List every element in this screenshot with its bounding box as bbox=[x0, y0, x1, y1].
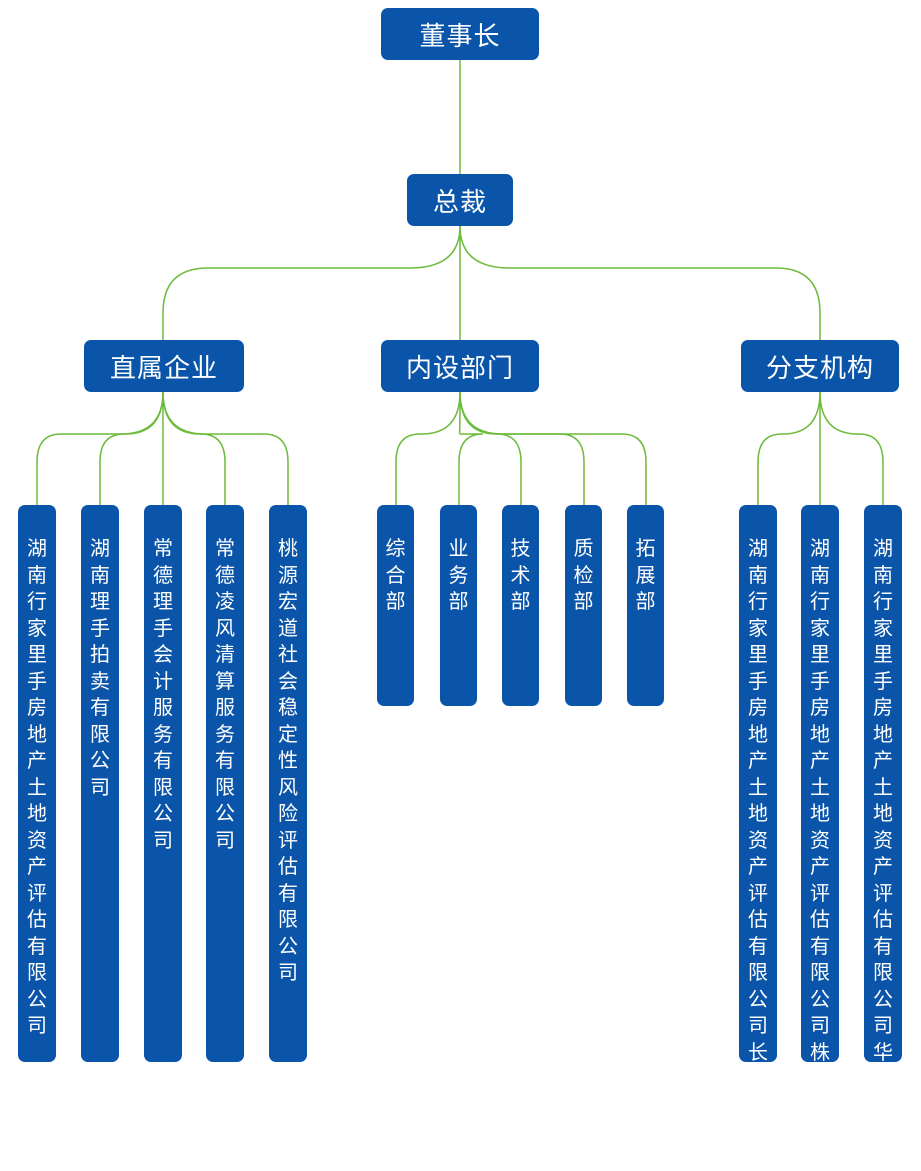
unit-label: 综合部 bbox=[385, 536, 406, 613]
unit-label: 业务部 bbox=[448, 536, 469, 613]
unit-label: 常德理手会计服务有限公司 bbox=[153, 536, 173, 852]
unit-box: 拓展部 bbox=[627, 505, 664, 706]
division-label: 直属企业 bbox=[109, 353, 218, 384]
unit-label: 技术部 bbox=[510, 536, 531, 613]
unit-box: 湖南行家里手房地产土地资产评估有限公司华容分公司 bbox=[864, 505, 902, 1170]
unit-label: 拓展部 bbox=[635, 536, 656, 613]
unit-label: 湖南行家里手房地产土地资产评估有限公司株洲分公司 bbox=[810, 536, 830, 1170]
unit-label: 质检部 bbox=[573, 536, 594, 613]
chairman-label: 董事长 bbox=[419, 21, 501, 52]
unit-box: 技术部 bbox=[502, 505, 539, 706]
division-label: 内设部门 bbox=[405, 353, 514, 384]
unit-box: 业务部 bbox=[440, 505, 477, 706]
connector-internal-child bbox=[459, 391, 647, 505]
unit-label: 湖南行家里手房地产土地资产评估有限公司长沙分公司 bbox=[748, 536, 768, 1170]
connector-internal-child bbox=[395, 391, 461, 505]
unit-box: 质检部 bbox=[565, 505, 602, 706]
division-label: 分支机构 bbox=[765, 353, 874, 384]
unit-label: 湖南行家里手房地产土地资产评估有限公司 bbox=[27, 536, 47, 1037]
connector-direct-child bbox=[162, 391, 289, 505]
unit-box: 常德理手会计服务有限公司 bbox=[144, 505, 182, 1062]
unit-label: 湖南理手拍卖有限公司 bbox=[90, 536, 110, 799]
unit-box: 常德凌风清算服务有限公司 bbox=[206, 505, 244, 1062]
division-box-branches: 分支机构 bbox=[741, 340, 899, 392]
unit-box: 湖南理手拍卖有限公司 bbox=[81, 505, 119, 1062]
unit-label: 桃源宏道社会稳定性风险评估有限公司 bbox=[278, 536, 298, 984]
connector-internal-child bbox=[459, 391, 522, 505]
unit-box: 桃源宏道社会稳定性风险评估有限公司 bbox=[269, 505, 307, 1062]
connector-branch-child bbox=[819, 391, 884, 505]
president-label: 总裁 bbox=[432, 187, 487, 218]
connector-direct-child bbox=[99, 391, 164, 505]
unit-box: 湖南行家里手房地产土地资产评估有限公司长沙分公司 bbox=[739, 505, 777, 1170]
connector-internal-child bbox=[458, 391, 484, 505]
unit-label: 湖南行家里手房地产土地资产评估有限公司华容分公司 bbox=[873, 536, 893, 1170]
connector-president-branches bbox=[459, 225, 821, 340]
unit-box: 综合部 bbox=[377, 505, 414, 706]
division-box-direct-enterprises: 直属企业 bbox=[84, 340, 244, 392]
unit-box: 湖南行家里手房地产土地资产评估有限公司 bbox=[18, 505, 56, 1062]
unit-label: 常德凌风清算服务有限公司 bbox=[215, 536, 235, 852]
connector-branch-child bbox=[757, 391, 821, 505]
unit-box: 湖南行家里手房地产土地资产评估有限公司株洲分公司 bbox=[801, 505, 839, 1170]
division-box-internal-departments: 内设部门 bbox=[381, 340, 539, 392]
org-chart-connectors bbox=[36, 60, 884, 505]
connector-president-direct bbox=[162, 225, 461, 340]
connector-internal-child bbox=[459, 391, 585, 505]
president-box: 总裁 bbox=[407, 174, 513, 226]
chairman-box: 董事长 bbox=[381, 8, 539, 60]
connector-direct-child bbox=[162, 391, 226, 505]
